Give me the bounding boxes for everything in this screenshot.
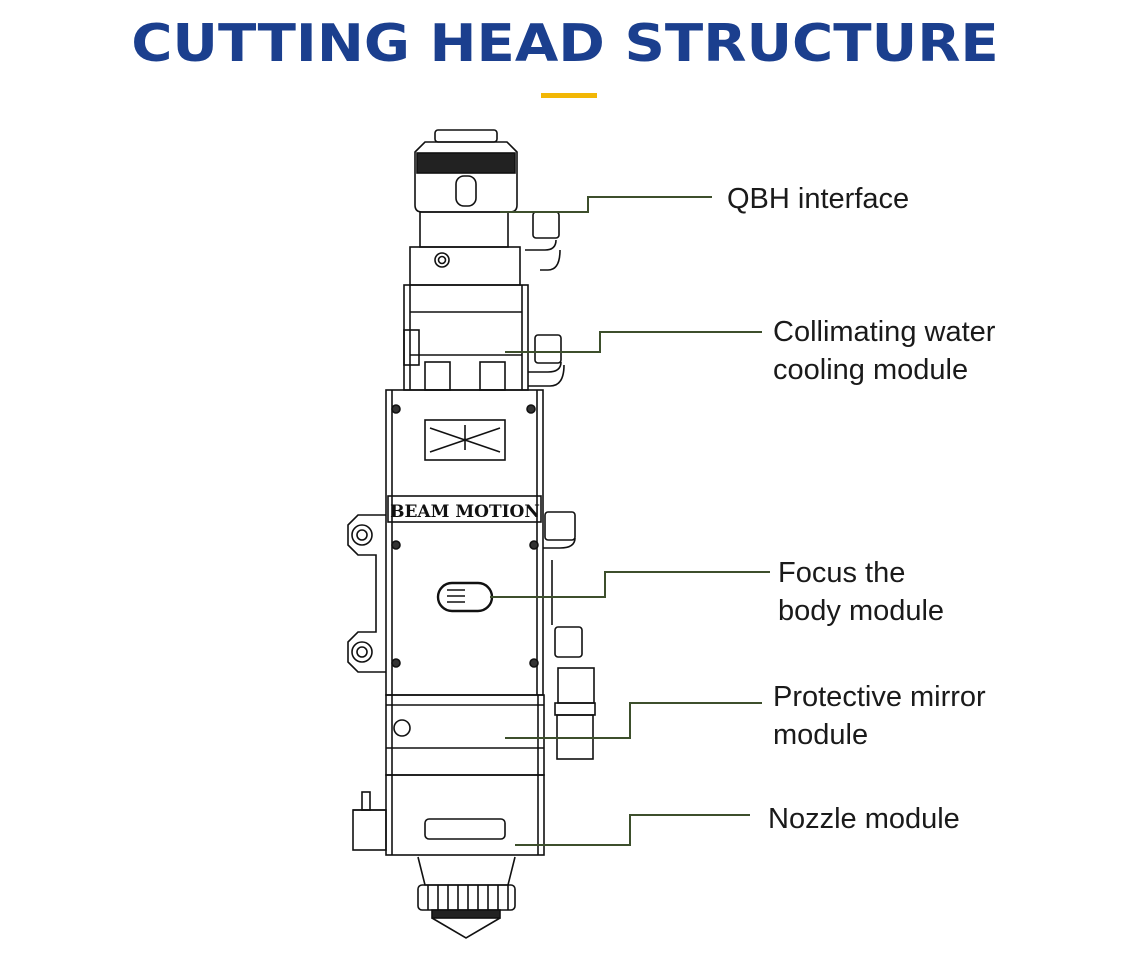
- label-line: Collimating water: [773, 316, 996, 348]
- label-line: cooling module: [773, 354, 969, 386]
- label-line: QBH interface: [727, 183, 910, 215]
- focus-body-part: [347, 389, 596, 760]
- collimating-module-part: [403, 284, 565, 391]
- label-nozzle-module: Nozzle module: [768, 800, 960, 838]
- leader-protective: [505, 702, 762, 739]
- leader-nozzle: [515, 814, 750, 846]
- leader-lines: [490, 196, 770, 846]
- label-line: Protective mirror: [773, 681, 986, 713]
- page-title: CUTTING HEAD STRUCTURE: [131, 14, 999, 74]
- label-focus-body-module: Focus the body module: [778, 554, 944, 630]
- label-protective-mirror-module: Protective mirror module: [773, 678, 986, 754]
- title-underline: [541, 93, 597, 98]
- label-collimating-module: Collimating water cooling module: [773, 313, 995, 389]
- leader-collimating: [505, 331, 762, 353]
- protective-mirror-part: [385, 694, 545, 776]
- leader-qbh: [500, 196, 712, 213]
- label-line: Focus the: [778, 557, 906, 589]
- label-line: body module: [778, 595, 945, 627]
- nozzle-module-part: [352, 774, 545, 939]
- label-line: module: [773, 719, 869, 751]
- beam-motion-label: BEAM MOTION: [390, 502, 540, 522]
- qbh-interface-part: [409, 129, 561, 286]
- label-line: Nozzle module: [768, 803, 960, 835]
- leader-focus: [490, 571, 770, 598]
- label-qbh-interface: QBH interface: [727, 180, 909, 218]
